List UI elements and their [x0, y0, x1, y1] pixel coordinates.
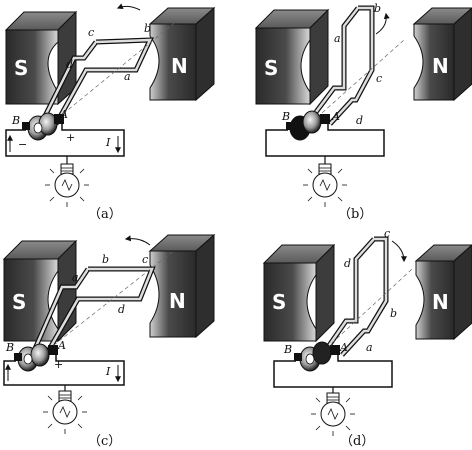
current-label: I: [105, 365, 111, 378]
brush-a: [320, 114, 330, 124]
brush-label-b: B: [283, 343, 292, 356]
brush-label-a: A: [339, 341, 348, 354]
sign-plus: +: [54, 358, 63, 371]
south-pole-label: S: [12, 290, 26, 314]
south-magnet: S: [2, 239, 78, 343]
rotation-arrow: [391, 240, 407, 263]
slip-rings: [27, 112, 58, 141]
coil-label-a: a: [124, 70, 131, 83]
slip-rings: [299, 341, 332, 372]
external-circuit: [273, 353, 393, 388]
sign-minus: −: [18, 138, 27, 151]
coil-label-c: c: [384, 227, 390, 240]
north-magnet: N: [148, 233, 216, 339]
south-magnet: S: [262, 243, 336, 343]
brush-label-b: B: [11, 114, 20, 127]
brush-b: [14, 353, 22, 361]
coil-label-b: b: [102, 253, 109, 266]
south-pole-label: S: [272, 290, 286, 314]
slip-rings: [289, 110, 322, 141]
coil-label-b: b: [390, 307, 397, 320]
south-pole-label: S: [264, 56, 278, 80]
coil: [295, 5, 405, 137]
rotation-arrow: [124, 235, 151, 246]
north-magnet: N: [414, 244, 472, 341]
coil-label-d: d: [118, 303, 125, 316]
panel-a-figure: S N c b d a: [4, 3, 216, 222]
coil-label-c: c: [88, 26, 94, 39]
coil-label-c: c: [142, 253, 148, 266]
rotation-arrow: [375, 12, 390, 35]
panel-a: S N c b d a: [0, 0, 236, 225]
panel-caption: （d）: [340, 434, 374, 449]
panel-d-figure: S N c d b a: [262, 227, 472, 449]
north-magnet: N: [148, 6, 216, 102]
light-bulb-icon: [303, 156, 347, 207]
brush-label-b: B: [281, 110, 290, 123]
panel-b-figure: S N b a c d: [254, 2, 472, 222]
coil-label-a: a: [366, 341, 373, 354]
current-label: I: [105, 136, 111, 149]
panel-caption: （a）: [88, 207, 122, 222]
brush-a: [330, 345, 340, 355]
coil-label-d: d: [356, 114, 363, 127]
coil-label-d: d: [344, 257, 351, 270]
coil-label-c: c: [376, 72, 382, 85]
light-bulb-icon: [45, 156, 89, 207]
brush-label-a: A: [331, 110, 340, 123]
panel-b: S N b a c d: [236, 0, 472, 225]
panel-d: S N c d b a: [236, 225, 472, 450]
coil: [25, 248, 177, 368]
light-bulb-icon: [311, 387, 355, 436]
brush-label-a: A: [57, 339, 66, 352]
rotation-arrow: [116, 3, 141, 11]
panel-c: S N b c a d: [0, 225, 236, 450]
north-magnet: N: [412, 7, 472, 102]
brush-label-b: B: [5, 341, 14, 354]
external-circuit: [5, 122, 125, 157]
light-bulb-icon: [43, 385, 87, 434]
coil-label-b: b: [144, 22, 151, 35]
north-pole-label: N: [432, 54, 449, 78]
panel-c-figure: S N b c a d: [2, 233, 216, 449]
panel-caption: （b）: [338, 207, 372, 222]
north-pole-label: N: [171, 54, 188, 78]
north-pole-label: N: [169, 289, 186, 313]
external-circuit: [265, 122, 385, 157]
brush-b: [294, 353, 302, 361]
south-pole-label: S: [14, 56, 28, 80]
sign-plus: +: [66, 131, 75, 144]
coil-label-a: a: [334, 32, 341, 45]
brush-a: [54, 114, 64, 124]
slip-rings: [17, 343, 50, 372]
brush-label-a: A: [59, 108, 68, 121]
south-magnet: S: [254, 8, 330, 106]
coil-label-d: d: [66, 58, 73, 71]
panel-caption: （c）: [88, 434, 121, 449]
brush-b: [286, 122, 294, 130]
coil-label-b: b: [374, 2, 381, 15]
north-pole-label: N: [432, 290, 449, 314]
brush-b: [22, 122, 30, 130]
brush-a: [48, 345, 58, 355]
coil-label-a: a: [72, 271, 79, 284]
external-circuit: [3, 353, 125, 386]
